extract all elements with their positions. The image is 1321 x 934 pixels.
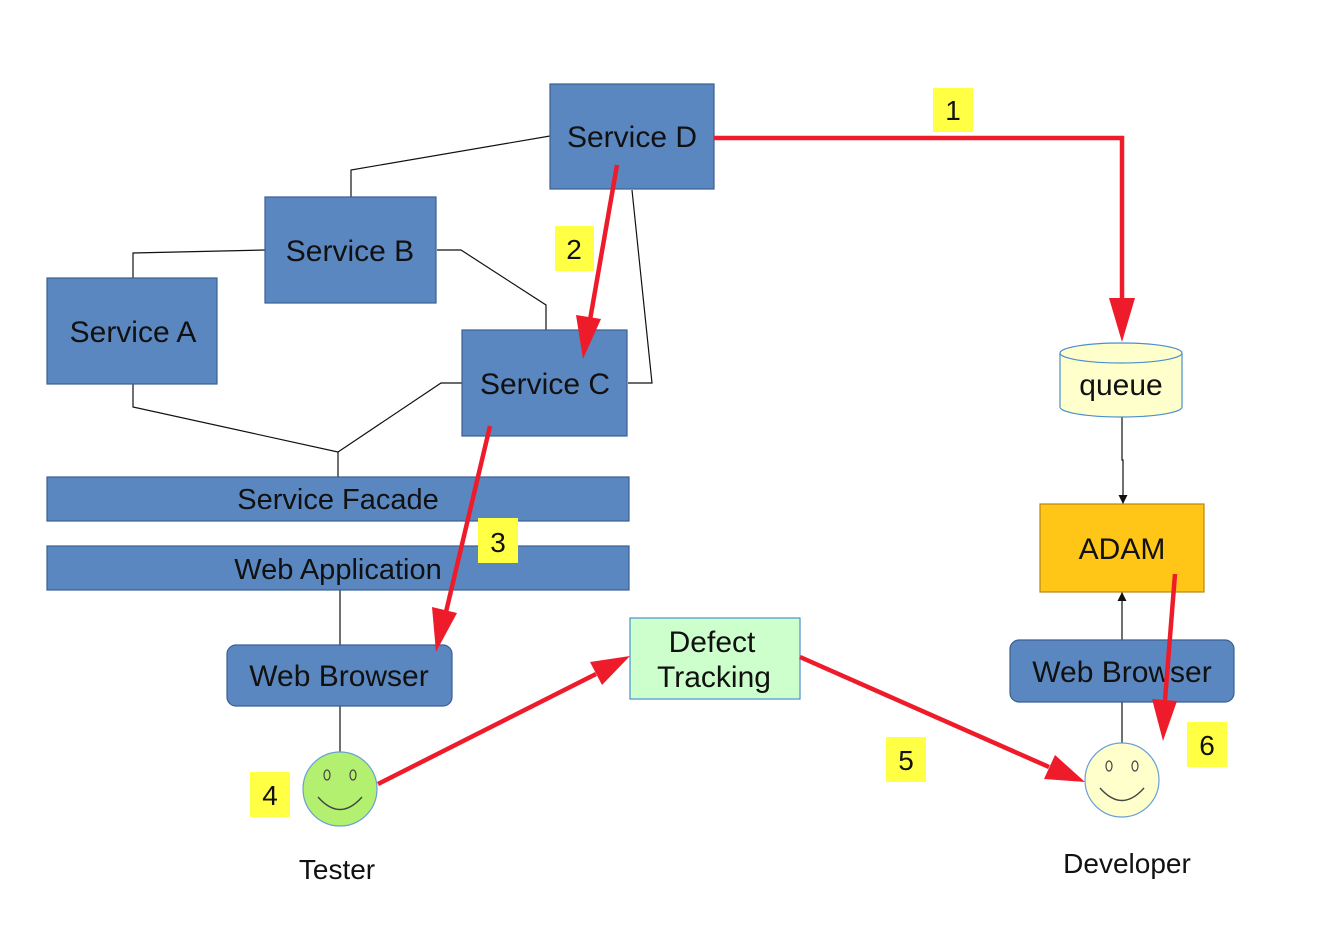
connector-b-c [437, 249, 547, 330]
step-4-label: 4 [262, 780, 278, 811]
connector-lines [132, 135, 1128, 752]
tester-web-browser: Web Browser [226, 644, 453, 707]
adam-label: ADAM [1079, 533, 1166, 566]
database-cylinder-icon [1059, 342, 1183, 418]
service-c: Service C [461, 329, 628, 437]
connector-b-a [132, 249, 266, 278]
tester-label: Tester [299, 854, 375, 885]
step-badge-5: 5 [886, 737, 926, 782]
flow-arrow-5 [799, 654, 1085, 782]
web-application-layer: Web Application [46, 545, 630, 591]
connector-d-b [350, 135, 551, 197]
tester-actor: Tester [299, 751, 378, 885]
tester-web-browser-label: Web Browser [249, 660, 429, 693]
flow-arrow-2 [576, 164, 620, 359]
service-b: Service B [264, 196, 437, 304]
step-badge-3: 3 [478, 518, 518, 563]
flow-arrow-3 [432, 425, 493, 652]
service-a-label: Service A [70, 316, 197, 349]
queue-label: queue [1079, 369, 1162, 402]
adam-box: ADAM [1039, 503, 1205, 593]
service-b-label: Service B [286, 235, 414, 268]
service-d: Service D [549, 83, 715, 190]
step-badge-1: 1 [933, 88, 973, 132]
step-1-label: 1 [945, 95, 961, 126]
web-application-label: Web Application [234, 554, 441, 586]
service-facade-layer: Service Facade [46, 476, 630, 522]
step-2-label: 2 [566, 234, 582, 265]
defect-tracking-box: Defect Tracking [629, 617, 801, 700]
step-badge-4: 4 [250, 772, 290, 817]
step-5-label: 5 [898, 745, 914, 776]
step-3-label: 3 [490, 527, 506, 558]
flow-arrow-6 [1152, 573, 1178, 741]
service-d-label: Service D [567, 121, 697, 154]
flow-arrows [376, 135, 1178, 787]
developer-actor: Developer [1063, 742, 1191, 879]
step-6-label: 6 [1199, 730, 1215, 761]
service-facade-label: Service Facade [237, 484, 439, 516]
smiley-face-icon [302, 751, 378, 827]
flow-arrow-1 [714, 135, 1135, 342]
connector-c-facade [337, 382, 462, 453]
step-badge-2: 2 [555, 226, 594, 271]
defect-tracking-line2: Tracking [657, 661, 771, 694]
flow-arrow-4 [376, 656, 630, 787]
developer-label: Developer [1063, 848, 1191, 879]
queue-cylinder: queue [1059, 342, 1183, 418]
developer-web-browser: Web Browser [1009, 639, 1235, 703]
connector-a-facade [132, 384, 339, 477]
defect-tracking-line1: Defect [669, 626, 756, 659]
connector-queue-adam [1118, 417, 1128, 504]
smiley-face-icon [1084, 742, 1160, 818]
developer-web-browser-label: Web Browser [1032, 656, 1212, 689]
service-a: Service A [46, 277, 218, 385]
step-badge-6: 6 [1187, 722, 1227, 767]
connector-d-c [628, 189, 653, 384]
service-c-label: Service C [480, 368, 610, 401]
